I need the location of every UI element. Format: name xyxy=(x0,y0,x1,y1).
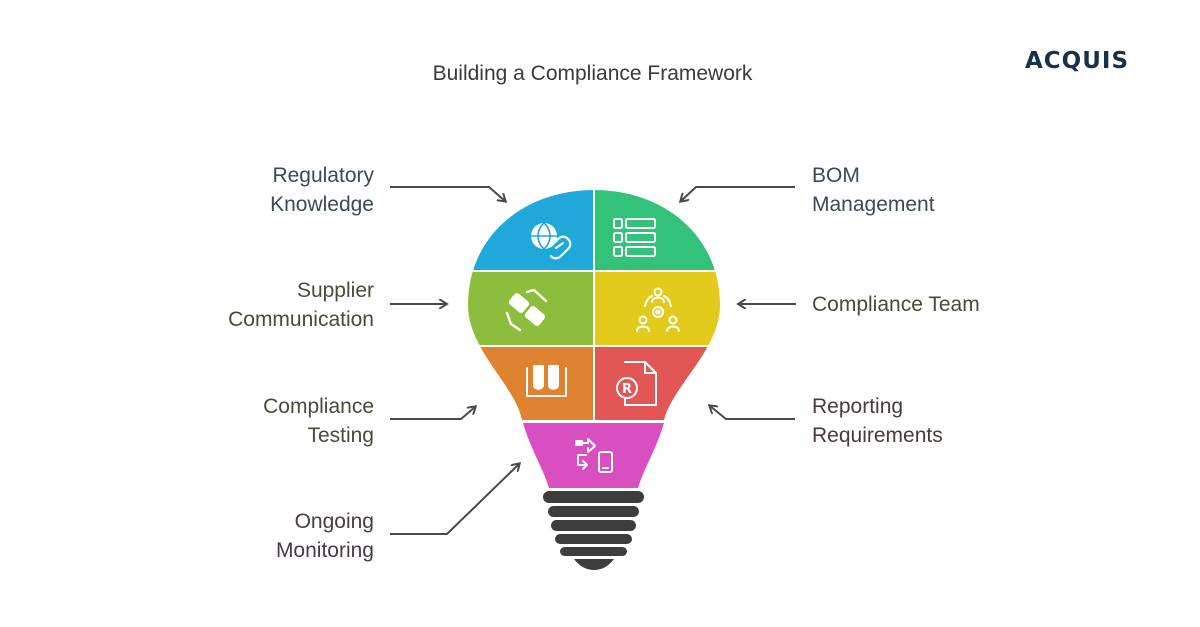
arrow-reporting-requirements xyxy=(710,406,795,420)
test-tubes-icon xyxy=(526,365,567,397)
label-reporting-requirements: Reporting Requirements xyxy=(812,395,943,447)
team-gear-icon xyxy=(636,287,680,332)
list-icon xyxy=(613,218,656,257)
device-sync-icon xyxy=(575,438,613,473)
acquis-logo: ACQUIS xyxy=(1025,48,1130,74)
label-compliance-team: Compliance Team xyxy=(812,293,980,316)
segment-regulatory-knowledge xyxy=(468,190,593,270)
globe-link-icon xyxy=(530,222,572,260)
arrow-compliance-testing xyxy=(390,407,475,420)
arrow-regulatory-knowledge xyxy=(390,186,505,201)
label-compliance-testing: Compliance Testing xyxy=(263,395,374,447)
label-regulatory-knowledge: Regulatory Knowledge xyxy=(270,164,374,216)
segment-reporting-requirements xyxy=(595,347,720,420)
label-supplier-communication: Supplier Communication xyxy=(228,279,374,331)
page-title: Building a Compliance Framework xyxy=(432,62,753,85)
label-ongoing-monitoring: Ongoing Monitoring xyxy=(275,510,374,562)
segment-compliance-team xyxy=(595,272,720,345)
bulb-base xyxy=(543,491,644,570)
arrow-ongoing-monitoring xyxy=(390,464,519,535)
svg-text:R: R xyxy=(622,382,632,397)
registered-document-icon: R xyxy=(616,361,657,406)
label-bom-management: BOM Management xyxy=(812,164,935,216)
segment-supplier-communication xyxy=(468,272,593,345)
segment-ongoing-monitoring xyxy=(523,423,664,488)
handshake-icon xyxy=(505,288,548,332)
arrow-bom-management xyxy=(681,186,795,201)
